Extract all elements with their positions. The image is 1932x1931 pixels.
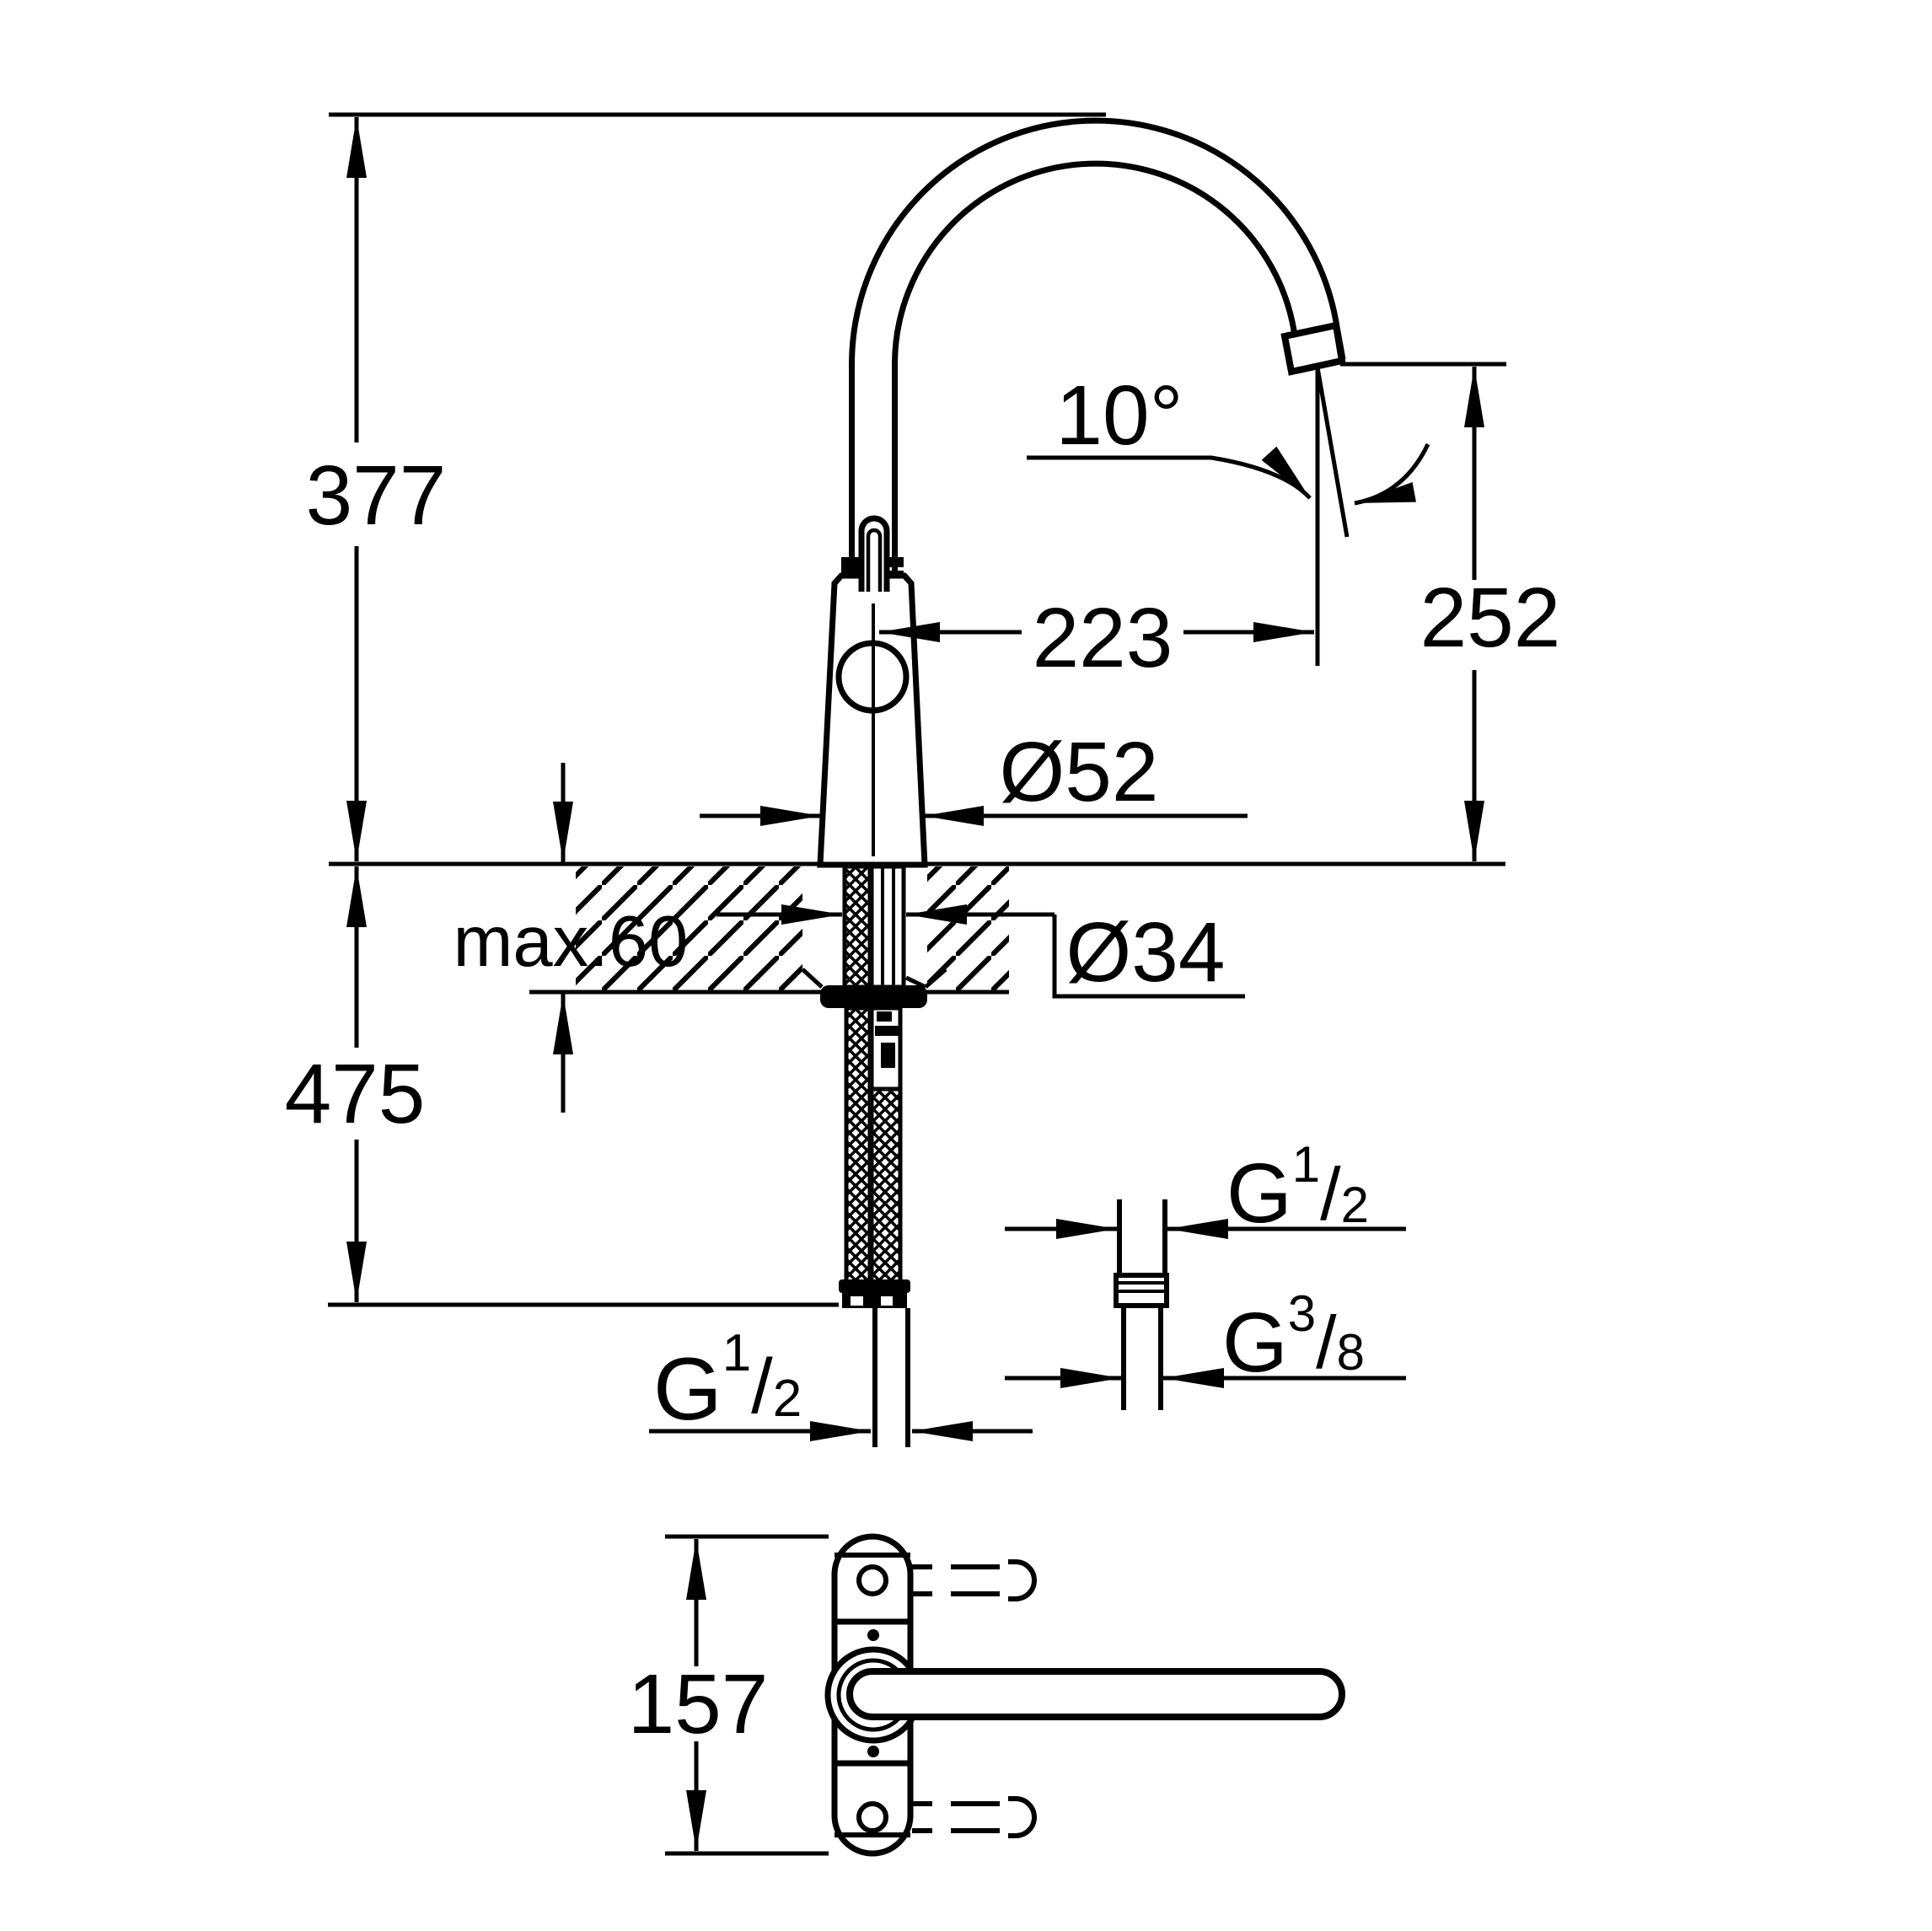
- hose-symbol-bottom: [912, 1796, 1037, 1838]
- dimensions: [346, 117, 1484, 1856]
- screw-dot-top: [867, 1629, 879, 1641]
- inlet-thread-denominator: 2: [773, 1370, 802, 1428]
- counter-section-hatch: [576, 866, 1009, 992]
- lever-plan-view: [846, 1668, 1345, 1720]
- label-outlet-height: 252: [1420, 571, 1561, 665]
- plan-view: [824, 1533, 1345, 1857]
- label-hose-thread-lower: G3/8: [1222, 1285, 1365, 1390]
- clamp-strut-right-outer: [924, 968, 947, 989]
- mounting-collar: [820, 985, 927, 1008]
- aerator-tip: [1280, 321, 1346, 376]
- connection-hose-detail: [1114, 1199, 1169, 1410]
- fitting-slot-right: [881, 1296, 893, 1306]
- hose-fitting-block3: [881, 1043, 895, 1068]
- hose-upper-thread-denominator: 2: [1341, 1177, 1369, 1233]
- hose-fitting-block2: [875, 1026, 900, 1036]
- label-inlet-thread: G1/2: [653, 1324, 802, 1439]
- shank-braided-hose: [842, 864, 872, 990]
- label-hose-thread-upper: G1/2: [1226, 1136, 1369, 1241]
- hatch-left: [576, 866, 802, 992]
- hose-upper-thread-prefix: G: [1226, 1146, 1292, 1241]
- angle-leader-left: [1027, 446, 1312, 500]
- label-plate-length: 157: [628, 1657, 769, 1751]
- mounting-hole-top: [856, 1564, 888, 1596]
- hose-symbol-cap: [1008, 1796, 1037, 1838]
- clamp-strut-right-inner: [904, 975, 927, 990]
- label-body-diameter: Ø52: [999, 725, 1158, 819]
- braided-hose-right: [869, 1086, 903, 1285]
- hose-lower-thread-numerator: 3: [1288, 1285, 1316, 1342]
- inlet-thread-slash: /: [751, 1344, 773, 1429]
- hose-fitting-block1: [877, 1011, 892, 1022]
- clamp-strut-left: [801, 968, 824, 989]
- shank-tube: [869, 864, 906, 990]
- hose-symbol-top: [912, 1559, 1037, 1601]
- label-spout-height: 377: [306, 448, 447, 543]
- hose-lower-thread-denominator: 8: [1337, 1324, 1365, 1381]
- dimension-labels: 377 475 max.60 252 223 Ø52 Ø34 10° 157 G…: [285, 368, 1561, 1751]
- fitting-slot-left: [851, 1296, 863, 1306]
- spout-tube-inner: [855, 123, 1340, 590]
- lever-handle-inner: [866, 528, 883, 592]
- label-below-deck-length: 475: [285, 1047, 426, 1141]
- label-max-deck-thickness: max.60: [453, 902, 689, 982]
- mounting-hole-bottom: [856, 1801, 888, 1833]
- label-outlet-angle: 10°: [1055, 368, 1183, 463]
- dim-d34-leader: [1052, 915, 1245, 999]
- hose-upper-thread-numerator: 1: [1292, 1136, 1320, 1193]
- angle-leader-right: [1354, 443, 1430, 506]
- hose-lower-thread-slash: /: [1316, 1301, 1337, 1384]
- screw-dot-bottom: [867, 1746, 879, 1757]
- braided-hose-left: [844, 1006, 872, 1285]
- faucet-front-view: [801, 117, 1350, 1447]
- mounting-shank: [801, 864, 947, 1008]
- hose-symbol-cap: [1008, 1559, 1037, 1601]
- jet-angled-line: [1315, 367, 1350, 538]
- supply-hoses: [839, 1006, 910, 1447]
- inlet-thread-numerator: 1: [722, 1324, 751, 1382]
- label-spout-reach: 223: [1033, 591, 1173, 685]
- hose-upper-thread-slash: /: [1320, 1152, 1341, 1236]
- hose-end-fitting-top: [839, 1279, 910, 1293]
- label-hole-diameter: Ø34: [1065, 905, 1225, 1000]
- hose-lower-thread-prefix: G: [1222, 1295, 1288, 1390]
- inlet-thread-prefix: G: [653, 1340, 722, 1439]
